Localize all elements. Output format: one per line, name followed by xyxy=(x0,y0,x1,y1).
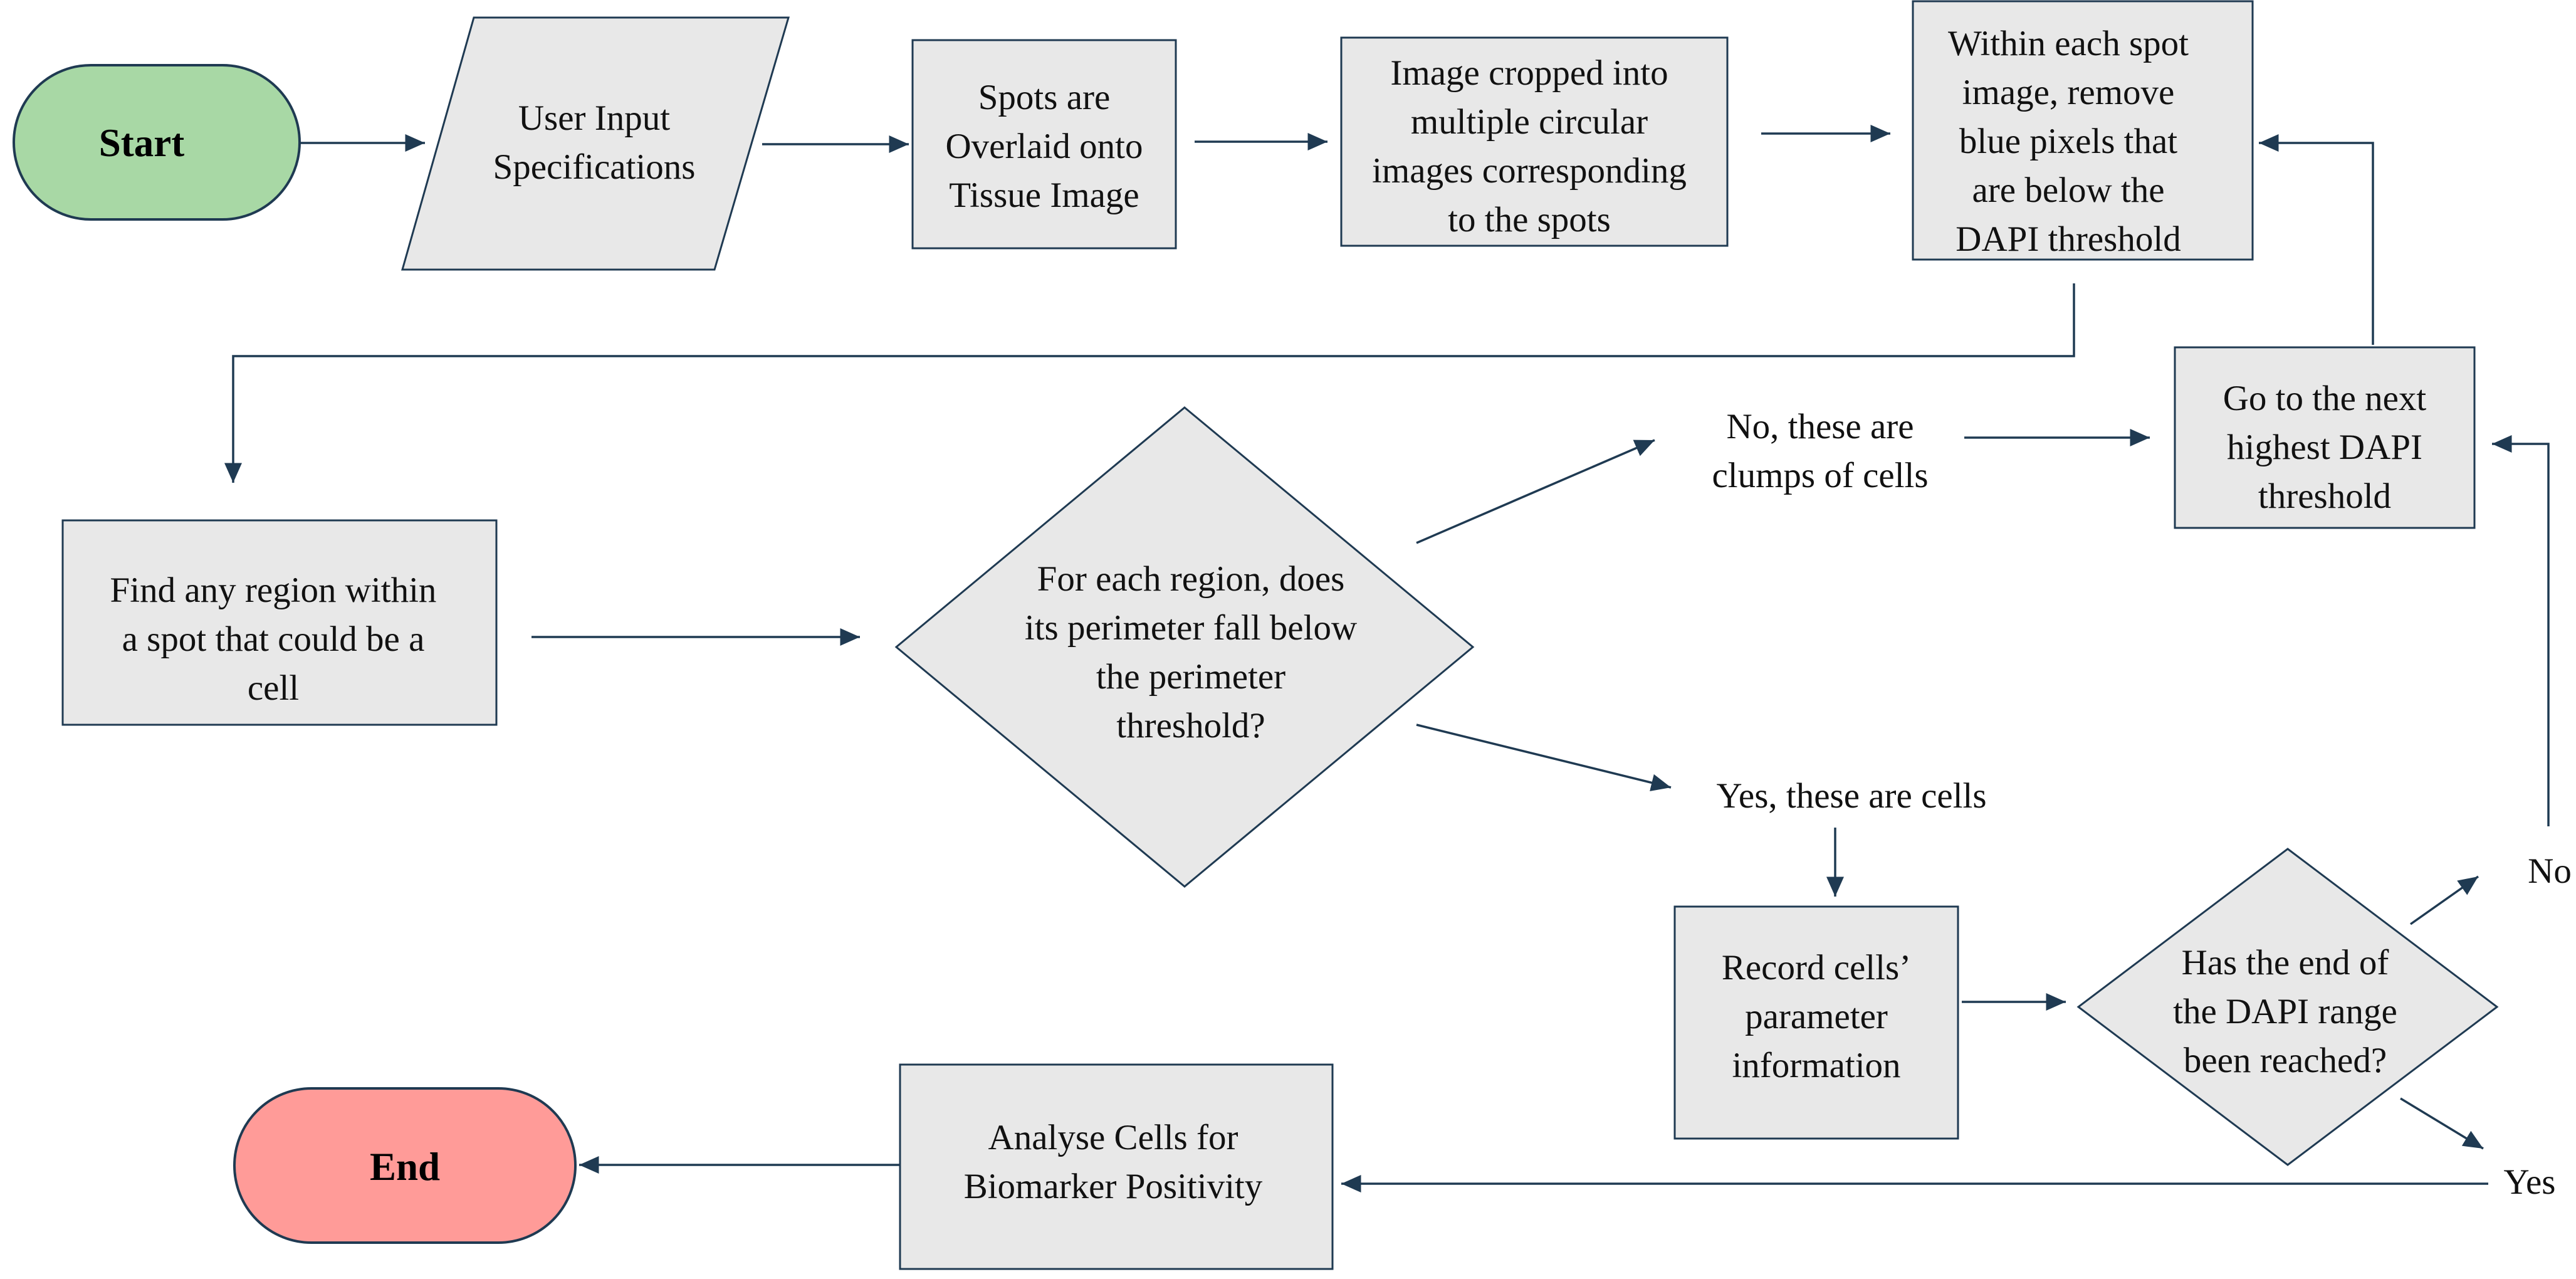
text-line: Image cropped into xyxy=(1390,53,1668,93)
text-line: Find any region within xyxy=(110,571,437,610)
remove-blue-pixels-node: Within each spot image, remove blue pixels… xyxy=(1912,0,2254,261)
text-line: multiple circular xyxy=(1411,102,1648,142)
text-line: Yes xyxy=(2504,1162,2556,1202)
dapi-range-decision-node: Has the end of the DAPI range been reached… xyxy=(2076,848,2499,1166)
text-line: Spots are xyxy=(978,78,1111,117)
find-region-text: Find any region within a spot that could … xyxy=(110,571,437,708)
text-line: image, remove xyxy=(1962,73,2175,112)
text-line: threshold xyxy=(2258,476,2391,516)
arrow-no-to-next-dapi xyxy=(2492,435,2550,826)
text-line: highest DAPI xyxy=(2227,428,2422,467)
text-line: information xyxy=(1732,1046,1900,1085)
image-cropped-text: Image cropped into multiple circular image… xyxy=(1372,53,1687,239)
connectors xyxy=(224,125,2550,1192)
text-line: are below the xyxy=(1972,171,2164,210)
text-line: End xyxy=(370,1145,440,1189)
edge-labels: No, these are clumps of cells Yes, these … xyxy=(1712,407,2571,1202)
text-line: threshold? xyxy=(1116,706,1265,745)
clumps-label: No, these are clumps of cells xyxy=(1712,407,1928,495)
yes-label: Yes xyxy=(2504,1162,2556,1202)
image-cropped-node: Image cropped into multiple circular image… xyxy=(1340,36,1729,247)
start-text: Start xyxy=(99,121,184,165)
end-terminal: End xyxy=(233,1087,577,1244)
arrow-remove-to-find-region xyxy=(224,283,2075,483)
start-terminal: Start xyxy=(13,64,301,221)
text-line: Overlaid onto xyxy=(945,127,1143,166)
arrow-next-dapi-to-remove xyxy=(2259,134,2374,345)
text-line: cell xyxy=(248,668,299,708)
text-line: Specifications xyxy=(493,147,696,187)
text-line: a spot that could be a xyxy=(122,619,425,659)
remove-blue-pixels-text: Within each spot image, remove blue pixels… xyxy=(1948,24,2189,259)
cells-label: Yes, these are cells xyxy=(1716,776,1986,816)
arrow-dapi-range-to-no xyxy=(2409,875,2479,925)
text-line: blue pixels that xyxy=(1959,122,2177,161)
text-line: Within each spot xyxy=(1948,24,2189,63)
arrow-perimeter-to-clumps xyxy=(1416,439,1655,544)
text-line: Has the end of xyxy=(2182,943,2389,982)
next-dapi-threshold-text: Go to the next highest DAPI threshold xyxy=(2223,379,2427,516)
text-line: DAPI threshold xyxy=(1956,219,2181,259)
text-line: clumps of cells xyxy=(1712,456,1928,495)
text-line: parameter xyxy=(1745,997,1888,1036)
text-line: For each region, does xyxy=(1037,559,1345,599)
find-region-node: Find any region within a spot that could … xyxy=(61,519,498,726)
arrow-dapi-range-to-yes xyxy=(2400,1097,2484,1150)
text-line: No, these are xyxy=(1726,407,1914,446)
record-cells-node: Record cells’ parameter information xyxy=(1673,905,1959,1140)
text-line: Tissue Image xyxy=(949,176,1139,215)
text-line: Start xyxy=(99,121,184,165)
text-line: the DAPI range xyxy=(2173,992,2397,1031)
dapi-range-decision-text: Has the end of the DAPI range been reached… xyxy=(2173,943,2397,1080)
text-line: images corresponding xyxy=(1372,151,1687,191)
next-dapi-threshold-node: Go to the next highest DAPI threshold xyxy=(2174,346,2476,529)
end-text: End xyxy=(370,1145,440,1189)
text-line: Record cells’ xyxy=(1722,948,1911,987)
text-line: been reached? xyxy=(2184,1041,2387,1080)
text-line: to the spots xyxy=(1448,200,1611,239)
arrow-perimeter-to-cells xyxy=(1416,724,1672,792)
text-line: User Input xyxy=(518,98,670,138)
text-line: the perimeter xyxy=(1096,657,1285,697)
text-line: Biomarker Positivity xyxy=(964,1167,1263,1206)
record-cells-text: Record cells’ parameter information xyxy=(1722,948,1911,1085)
perimeter-decision-node: For each region, does its perimeter fall … xyxy=(894,406,1475,888)
no-label: No xyxy=(2528,851,2572,891)
text-line: Go to the next xyxy=(2223,379,2427,418)
text-line: No xyxy=(2528,851,2572,891)
text-line: Yes, these are cells xyxy=(1716,776,1986,816)
text-line: Analyse Cells for xyxy=(988,1118,1238,1157)
text-line: its perimeter fall below xyxy=(1025,608,1357,648)
perimeter-decision-text: For each region, does its perimeter fall … xyxy=(1025,559,1357,745)
